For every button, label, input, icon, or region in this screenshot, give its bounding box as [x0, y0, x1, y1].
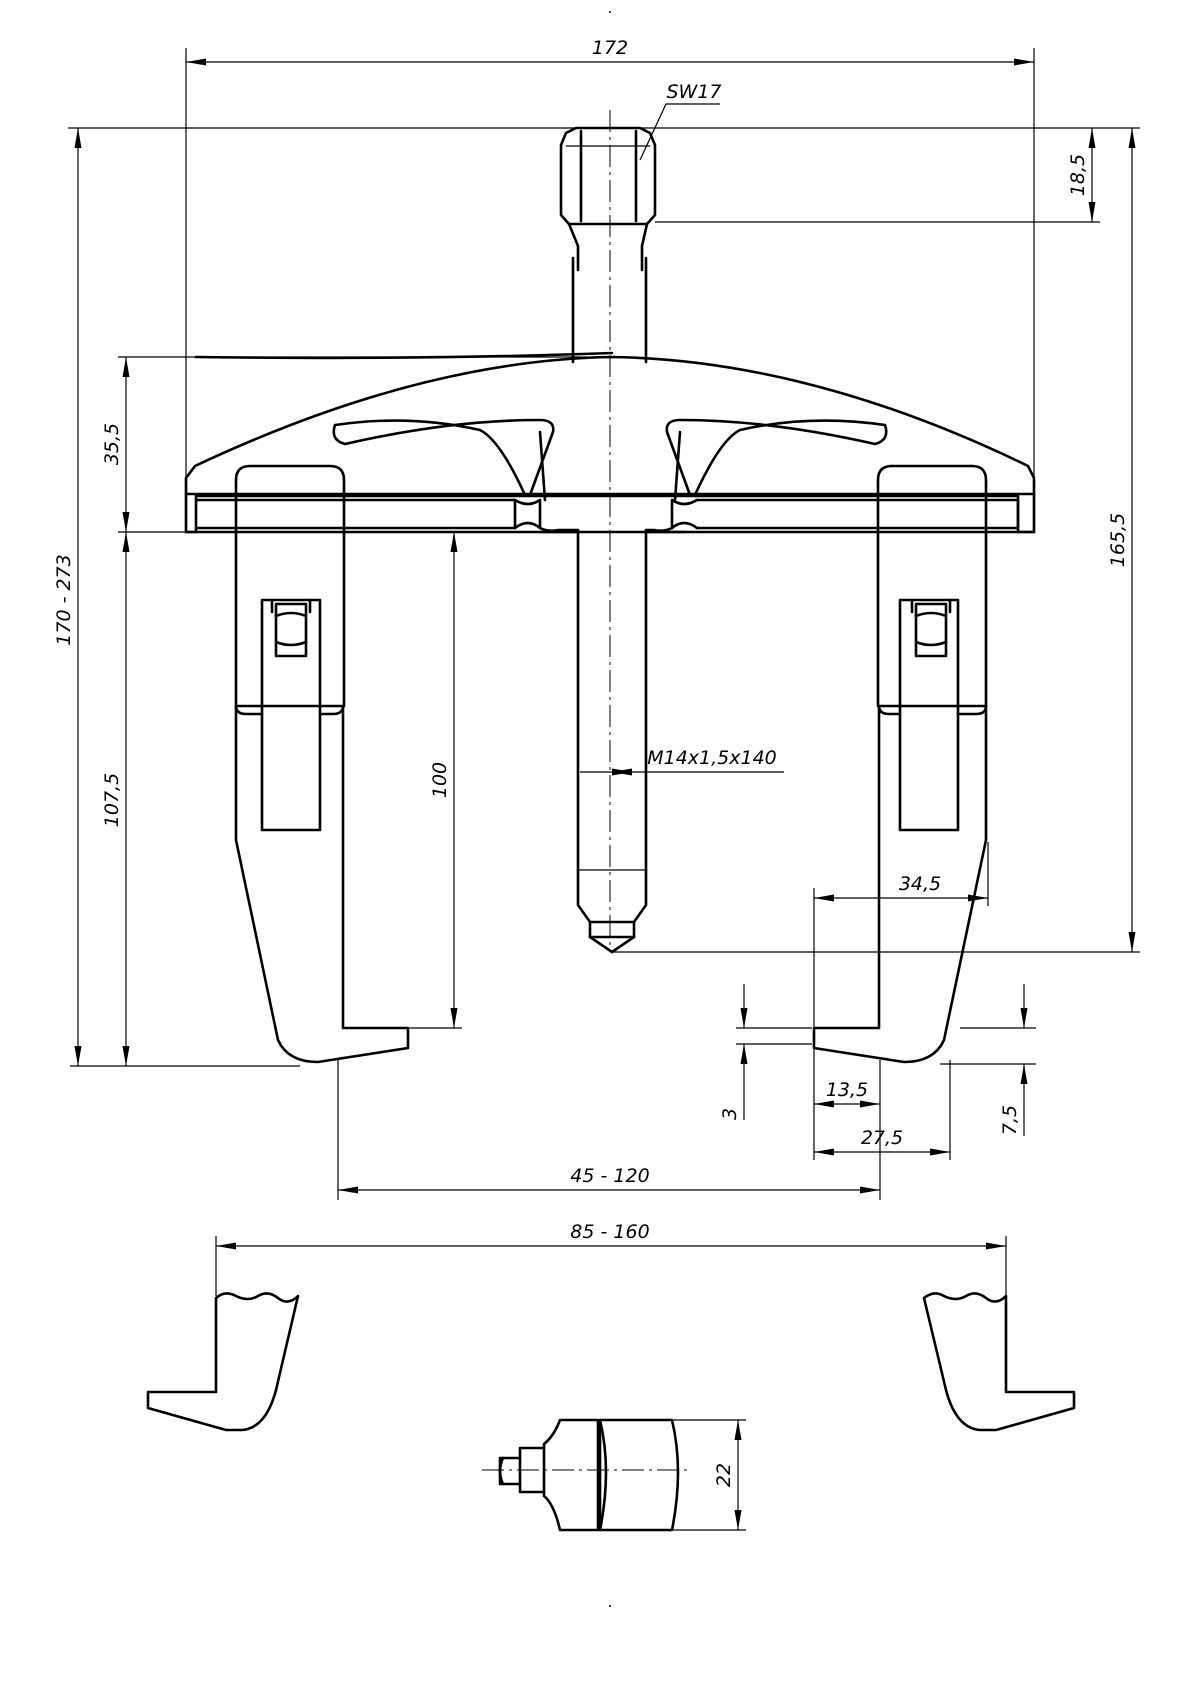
dim-reach-depth: 100	[429, 762, 451, 798]
dim-total-height: 170 - 273	[53, 554, 75, 645]
dim-tip-step: 3	[719, 1108, 741, 1120]
sheet-mark-bottom	[609, 1605, 611, 1607]
yoke-crossbeam	[184, 351, 1036, 534]
yoke-window-right	[665, 418, 888, 497]
dim-outer-span: 85 - 160	[570, 1221, 649, 1243]
dim-right-height: 165,5	[1107, 513, 1129, 567]
dim-tip-length: 13,5	[826, 1079, 868, 1101]
yoke-window-left	[332, 418, 555, 497]
dimension-lines	[68, 48, 1140, 1531]
dim-jaw-foot: 27,5	[861, 1127, 903, 1149]
outer-jaw-detail-right	[922, 1292, 1076, 1432]
dim-pin-width: 22	[713, 1463, 735, 1487]
dim-overall-width: 172	[592, 37, 628, 59]
spindle-assembly	[559, 126, 657, 954]
dim-nut-height: 18,5	[1067, 154, 1089, 196]
right-jaw	[812, 464, 988, 1064]
yoke-outline	[184, 355, 1036, 534]
dim-thread-spec: M14x1,5x140	[647, 747, 777, 769]
spindle-tip	[576, 868, 648, 924]
spindle-shaft	[571, 256, 648, 872]
dim-jaw-width: 34,5	[899, 873, 941, 895]
pin-detail	[498, 1418, 680, 1532]
dim-inner-span: 45 - 120	[570, 1165, 649, 1187]
hex-nut	[559, 126, 657, 226]
dim-jaw-length: 107,5	[101, 773, 123, 827]
outer-jaw-detail-left	[146, 1292, 300, 1432]
dim-tip-thickness: 7,5	[999, 1105, 1021, 1135]
dim-nut-size: SW17	[666, 81, 721, 103]
left-jaw	[234, 464, 410, 1064]
sheet-mark-top	[609, 11, 611, 13]
dim-beam-height: 35,5	[101, 423, 123, 465]
